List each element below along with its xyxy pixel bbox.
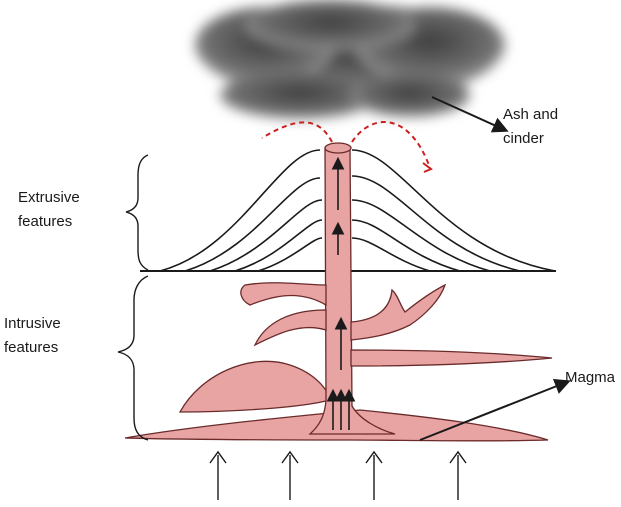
ash-pointer — [431, 96, 509, 133]
upward-pressure-arrows — [209, 450, 467, 500]
ash-cinder-label: Ash and cinder — [503, 103, 558, 151]
dyke-branch-mid — [253, 309, 327, 347]
main-conduit — [308, 147, 396, 435]
magma-label: Magma — [565, 369, 616, 386]
intrusive-features-label: Intrusive features — [4, 312, 61, 360]
intrusive-brace — [117, 275, 149, 441]
ash-cloud — [195, 0, 505, 119]
ash-label-line-1: Ash and — [503, 106, 559, 123]
sill-right — [350, 349, 553, 367]
dyke-branch-right — [350, 283, 447, 341]
extrusive-label-line-2: features — [18, 213, 73, 230]
vent-top — [324, 142, 352, 154]
intrusive-label-line-2: features — [4, 339, 59, 356]
extrusive-features-label: Extrusive features — [18, 186, 80, 234]
ash-trail — [261, 121, 431, 169]
extrusive-label-line-1: Extrusive — [18, 189, 80, 206]
magma-pointer — [419, 378, 571, 441]
ash-label-line-2: cinder — [503, 130, 544, 147]
extrusive-brace — [125, 154, 149, 271]
laccolith — [178, 360, 331, 413]
magma-body — [124, 142, 553, 442]
magma-flow-arrows — [326, 156, 356, 430]
ash-trail-arrowhead — [422, 162, 433, 173]
intrusive-label-line-1: Intrusive — [4, 315, 61, 332]
volcano-cone — [159, 149, 556, 272]
dyke-branch-upper — [240, 282, 327, 307]
